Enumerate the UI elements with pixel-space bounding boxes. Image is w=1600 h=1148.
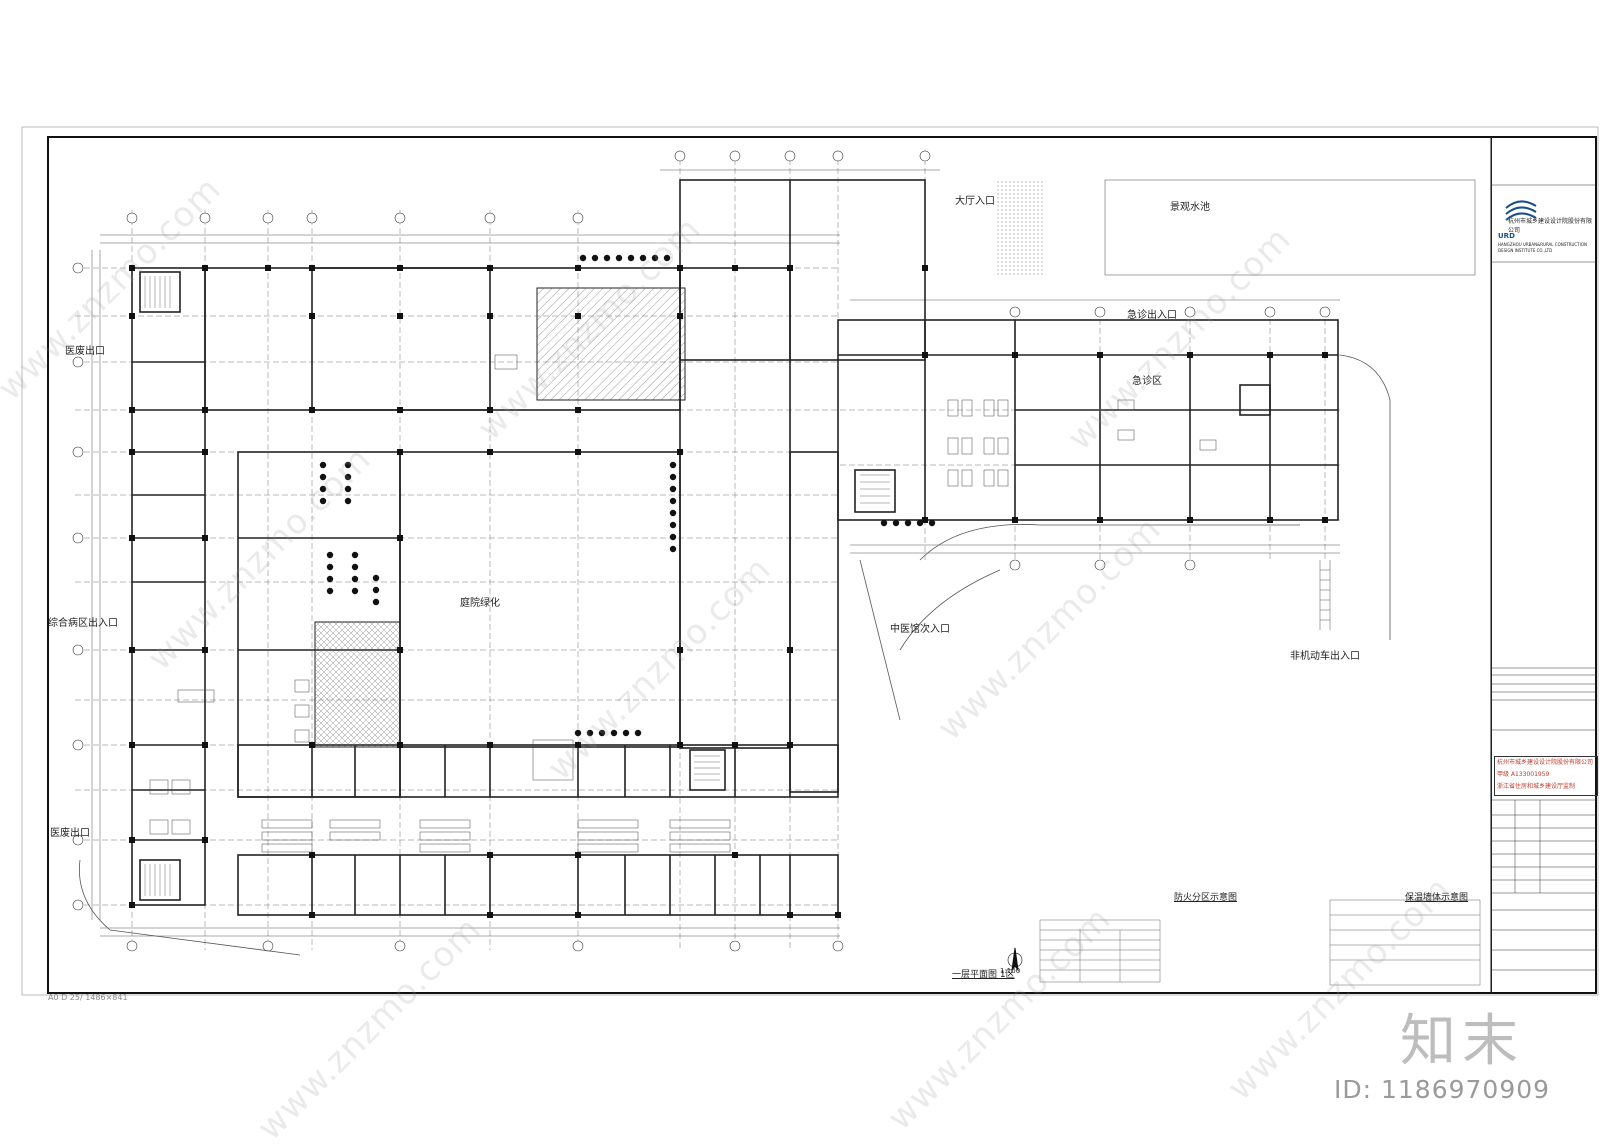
brand-watermark: 知末 bbox=[1400, 1009, 1524, 1074]
company-name-cn: 杭州市城乡建设设计院股份有限公司 bbox=[1508, 218, 1593, 234]
logo-text: URD bbox=[1498, 232, 1515, 240]
medical-waste-exit-label: 医废出口 bbox=[50, 828, 90, 839]
id-watermark: ID: 1186970909 bbox=[1334, 1075, 1551, 1104]
plan-title: 一层平面图 1区 bbox=[952, 970, 1015, 980]
qualification-stamp: 杭州市城乡建设设计院股份有限公司 甲级 A133001959 浙江省住房和城乡建… bbox=[1494, 756, 1598, 796]
emergency-zone-label: 急诊区 bbox=[1132, 376, 1162, 387]
insulation-legend-title: 保温墙体示意图 bbox=[1405, 893, 1469, 903]
company-logo-icon bbox=[1505, 200, 1537, 221]
courtyard-green-label: 庭院绿化 bbox=[460, 598, 500, 609]
stamp-line-1: 杭州市城乡建设设计院股份有限公司 bbox=[1497, 759, 1594, 766]
stamp-line-2: 甲级 A133001959 bbox=[1497, 771, 1550, 778]
fire-zone-legend-title: 防火分区示意图 bbox=[1174, 893, 1238, 903]
entrance-hall-label: 大厅入口 bbox=[955, 196, 995, 207]
company-name-en: HANGZHOU URBAN&RURAL CONSTRUCTION DESIGN… bbox=[1498, 242, 1587, 253]
ward-entrance-label: 综合病区出入口 bbox=[48, 618, 118, 629]
medical-waste-exit-label: 医废出口 bbox=[65, 346, 105, 357]
sheet-size-label: A0 D 25/ 1486×841 bbox=[48, 993, 128, 1002]
plan-scale: 1:100 bbox=[1000, 967, 1021, 975]
title-block: URD 杭州市城乡建设设计院股份有限公司 HANGZHOU URBAN&RURA… bbox=[1491, 137, 1598, 993]
stamp-line-3: 浙江省住房和城乡建设厅监制 bbox=[1497, 783, 1576, 790]
tcm-entrance-label: 中医馆次入口 bbox=[890, 624, 950, 635]
emergency-entrance-label: 急诊出入口 bbox=[1127, 310, 1177, 321]
bicycle-entrance-label: 非机动车出入口 bbox=[1290, 651, 1360, 662]
landscape-pool-label: 景观水池 bbox=[1170, 202, 1210, 213]
